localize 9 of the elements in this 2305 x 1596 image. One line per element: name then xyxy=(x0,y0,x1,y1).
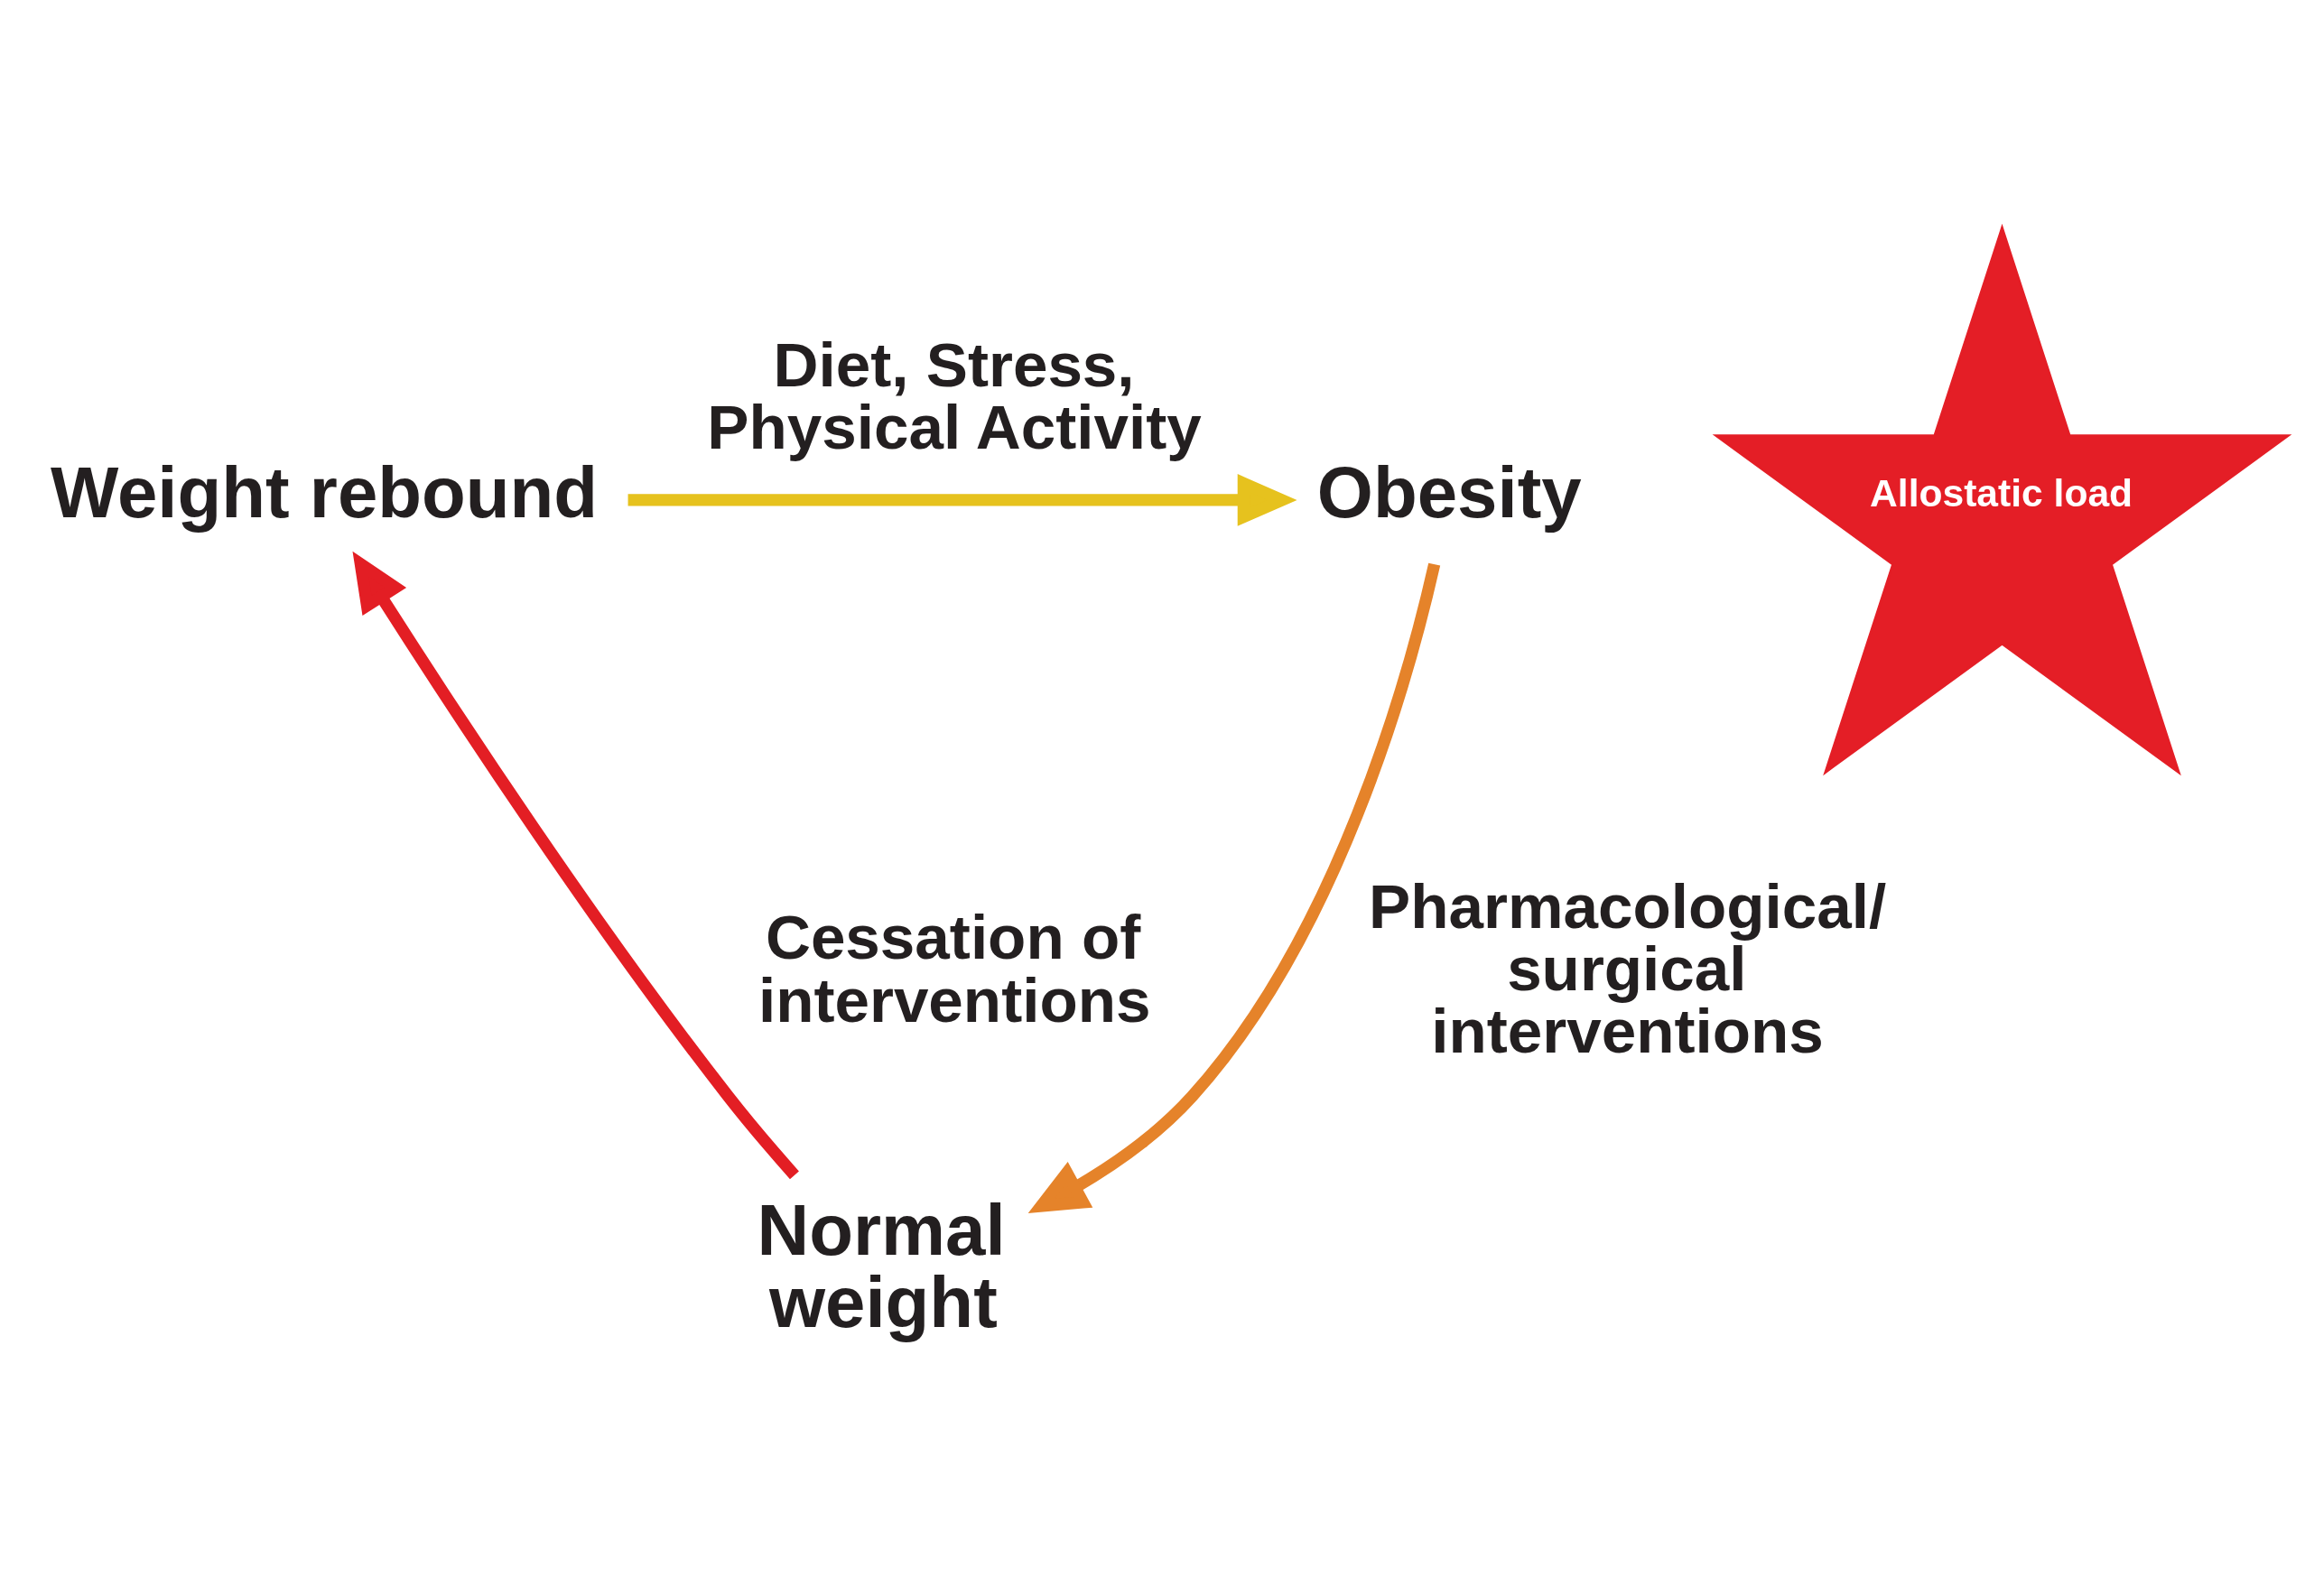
node-text: Obesity xyxy=(1316,451,1582,533)
edge-label: Pharmacological/ surgical interventions xyxy=(1369,870,1887,1067)
arrow xyxy=(1027,562,1441,1213)
edge-label: Diet, Stress, Physical Activity xyxy=(707,329,1202,463)
edge-label: Cessation of interventions xyxy=(757,902,1151,1035)
arrow xyxy=(627,474,1297,526)
node-text: Normal weight xyxy=(757,1190,1006,1343)
node-text: Weight rebound xyxy=(50,451,599,533)
arrow xyxy=(352,551,799,1180)
